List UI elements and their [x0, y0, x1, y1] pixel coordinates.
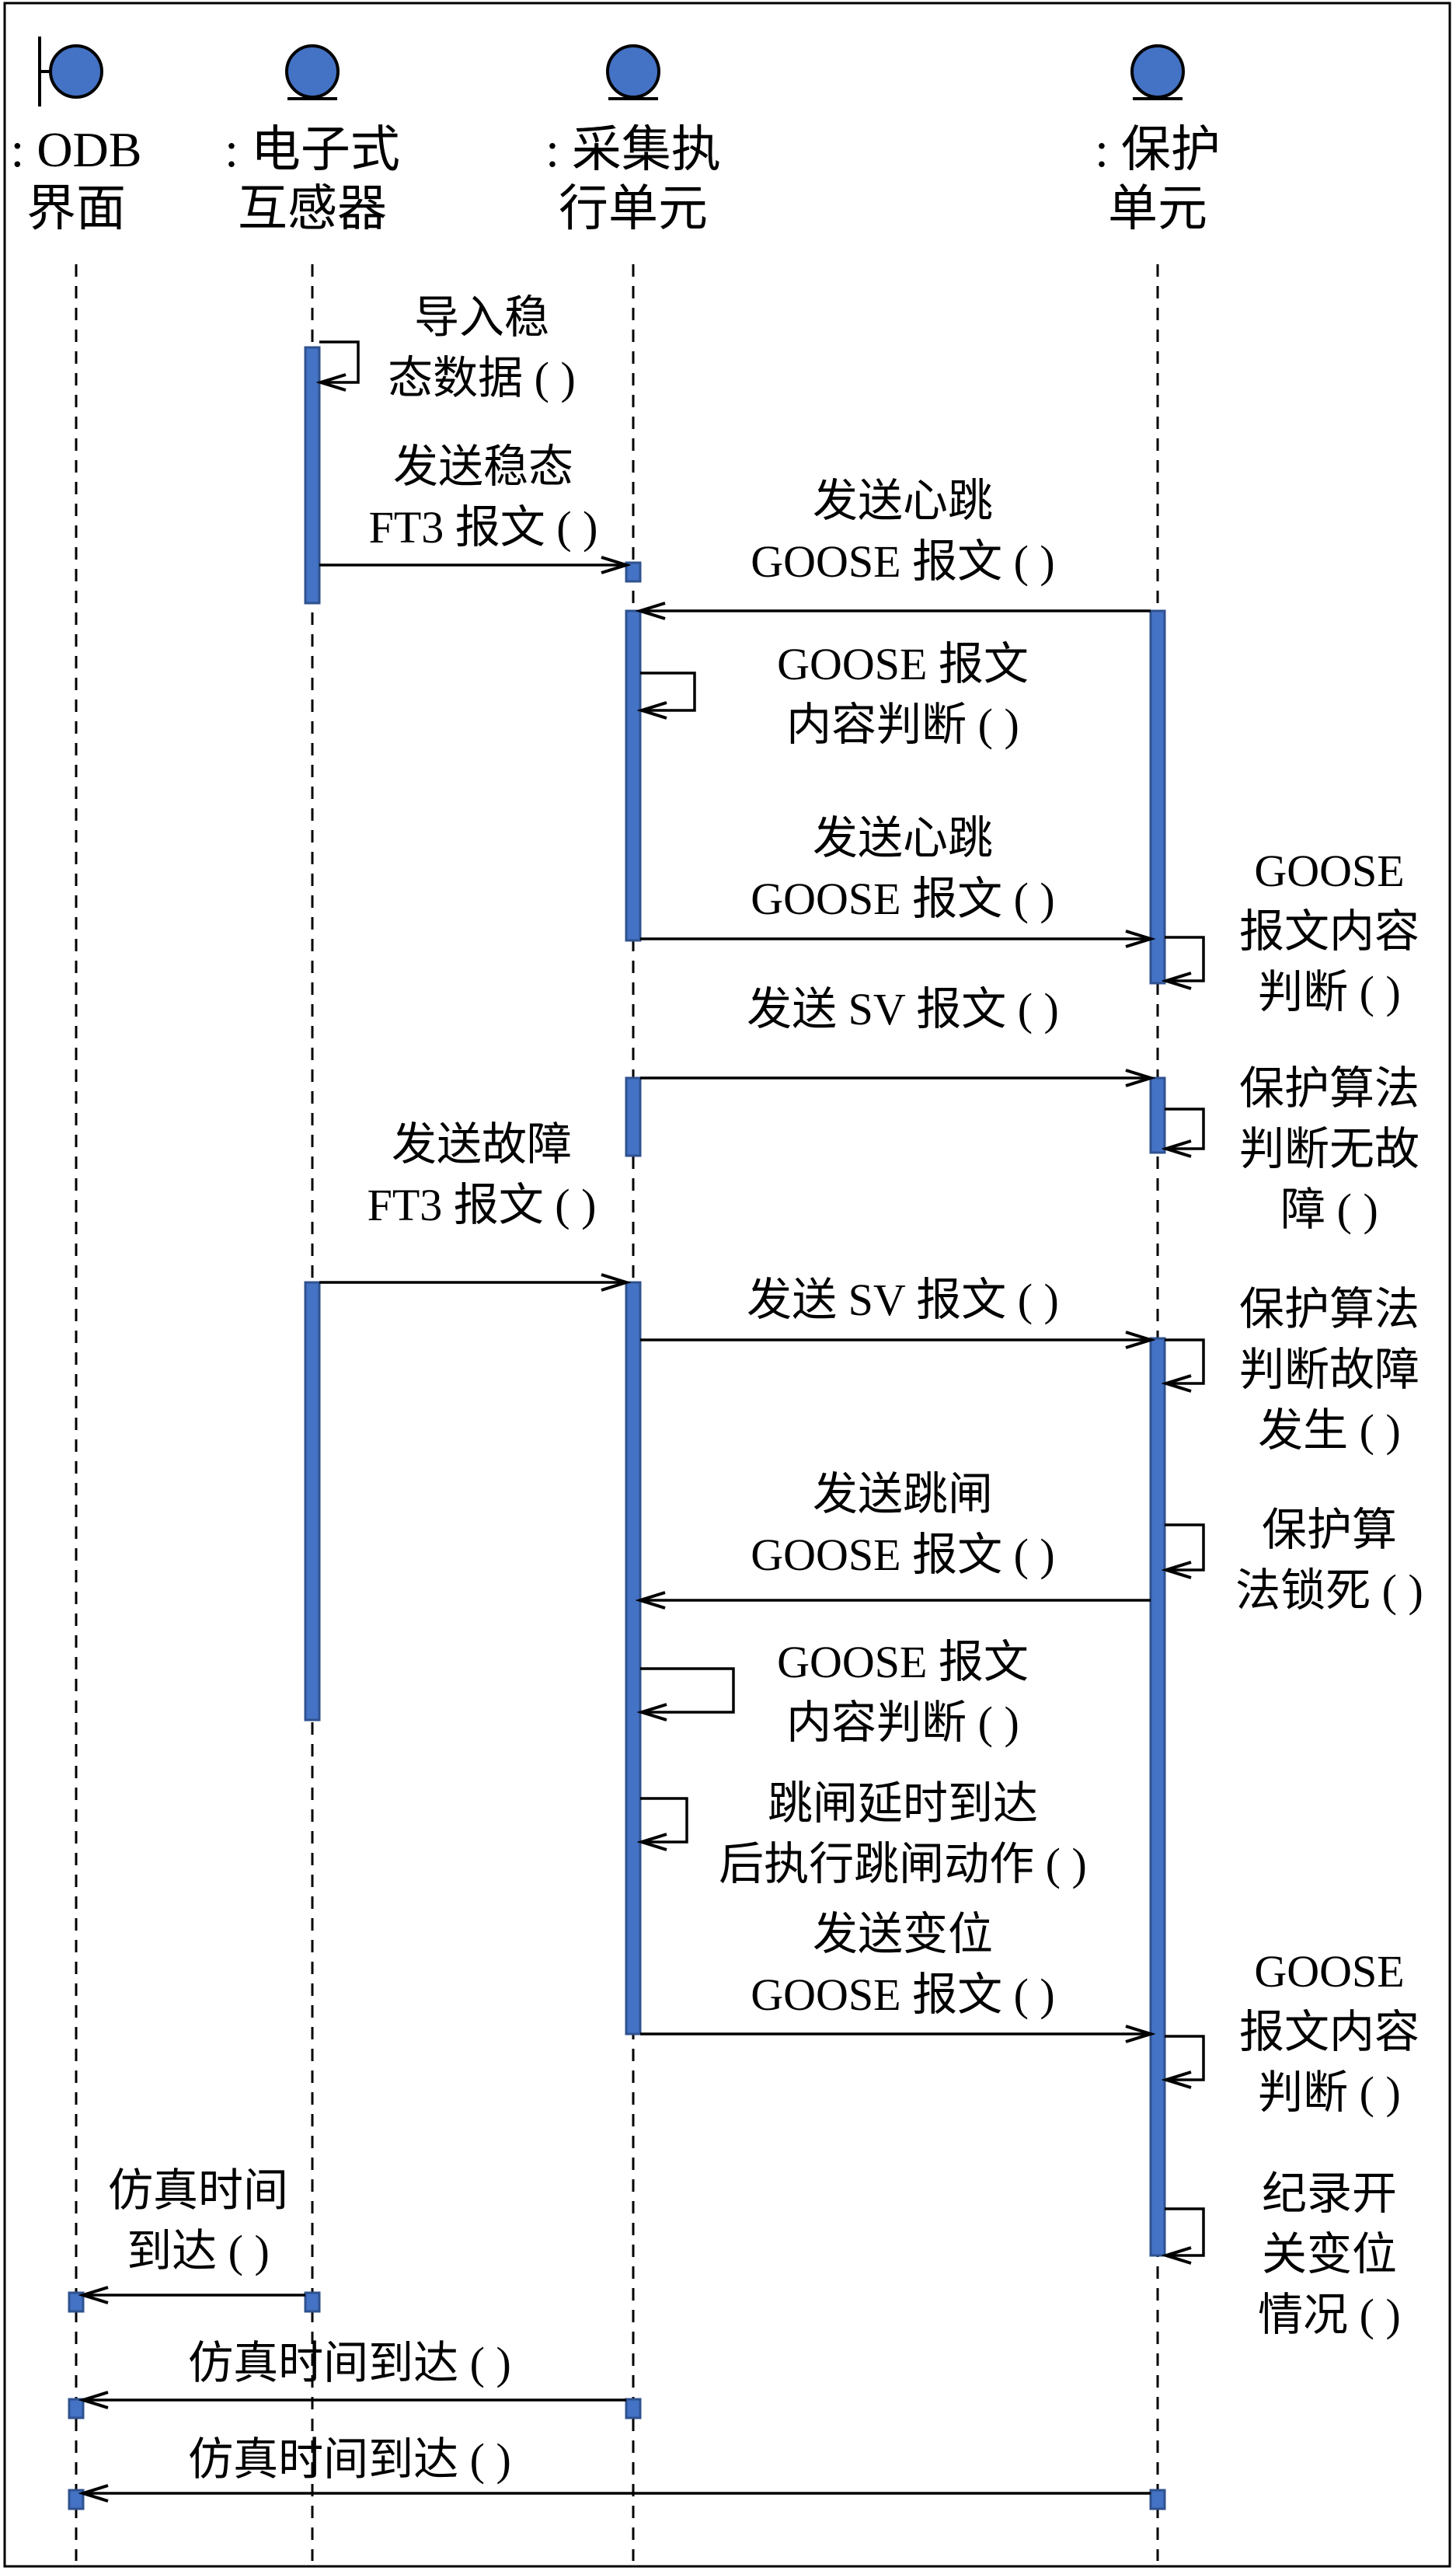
- activation-bar: [1149, 609, 1166, 985]
- self-message-label: 保护算法判断无故障 ( ): [1239, 1063, 1419, 1235]
- activation-bar: [625, 1076, 642, 1157]
- self-message-arrow: [640, 1797, 688, 1842]
- self-message-arrow: [1165, 2035, 1205, 2080]
- message-label: 发送 SV 报文 ( ): [747, 1275, 1059, 1325]
- self-message-arrow: [1165, 1108, 1205, 1149]
- self-message-label: GOOSE 报文内容判断 ( ): [777, 1637, 1029, 1748]
- self-message-label: 保护算法锁死 ( ): [1235, 1505, 1423, 1616]
- self-message-arrow: [640, 1667, 735, 1712]
- activation-bar: [625, 2398, 642, 2419]
- self-message-label: 导入稳态数据 ( ): [388, 292, 576, 403]
- activation-bar: [1149, 1076, 1166, 1154]
- self-message-arrow: [1165, 936, 1205, 981]
- activation-bar: [304, 1281, 321, 1722]
- message-label: 仿真时间到达 ( ): [188, 2338, 511, 2388]
- entity-icon: [606, 44, 660, 100]
- lifeline-label-ect: : 电子式互感器: [225, 122, 400, 236]
- lifeline-label-merge: : 采集执行单元: [545, 122, 721, 236]
- self-message-label: 保护算法判断故障发生 ( ): [1239, 1284, 1419, 1456]
- diagram-frame: [3, 2, 1451, 2568]
- lifeline-label-prot: : 保护单元: [1095, 122, 1221, 236]
- activation-bar: [1149, 2489, 1166, 2510]
- self-message-arrow: [1165, 1523, 1205, 1570]
- self-message-arrow: [319, 340, 360, 382]
- activation-bar: [68, 2398, 85, 2419]
- activation-bar: [625, 1281, 642, 2036]
- message-label: 仿真时间到达 ( ): [108, 2165, 288, 2276]
- self-message-label: 跳闸延时到达后执行跳闸动作 ( ): [719, 1778, 1087, 1889]
- message-label: 仿真时间到达 ( ): [188, 2434, 511, 2485]
- activation-bar: [625, 561, 642, 583]
- self-message-label: GOOSE 报文内容判断 ( ): [777, 639, 1029, 750]
- self-message-label: 纪录开关变位情况 ( ): [1258, 2168, 1401, 2340]
- activation-bar: [68, 2489, 85, 2510]
- self-message-arrow: [640, 672, 696, 710]
- activation-bar: [1149, 1337, 1166, 2257]
- boundary-icon: [38, 37, 103, 106]
- entity-icon: [1130, 44, 1185, 100]
- activation-bar: [68, 2291, 85, 2313]
- message-label: 发送 SV 报文 ( ): [747, 984, 1059, 1034]
- activation-bar: [304, 2291, 321, 2313]
- activation-bar: [304, 346, 321, 605]
- self-message-arrow: [1165, 2207, 1205, 2255]
- self-message-arrow: [1165, 1338, 1205, 1383]
- entity-icon: [285, 44, 340, 100]
- activation-bar: [625, 609, 642, 942]
